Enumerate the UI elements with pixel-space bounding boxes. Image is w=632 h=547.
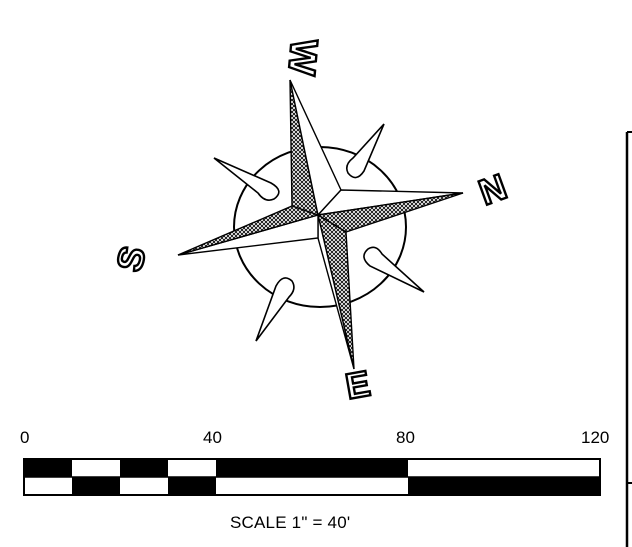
- minor-needle-nw: [213, 157, 280, 201]
- scale-tick-120: 120: [581, 428, 610, 447]
- star-arm-s: [177, 205, 321, 256]
- sheet-border: [625, 131, 632, 547]
- scale-bar: [23, 458, 601, 496]
- scale-tick-80: 80: [396, 428, 415, 447]
- scale-tick-0: 0: [20, 428, 30, 447]
- minor-needle-ne: [346, 123, 385, 179]
- compass-letter-s: S: [108, 242, 154, 276]
- minor-needle-se: [363, 246, 425, 293]
- scale-tick-40: 40: [203, 428, 222, 447]
- compass-rose: W N E S: [107, 36, 513, 408]
- scale-caption: SCALE 1" = 40': [230, 513, 351, 532]
- compass-letter-w: W: [279, 37, 324, 77]
- compass-letter-e: E: [342, 362, 373, 407]
- compass-letter-n: N: [473, 166, 511, 213]
- minor-needle-sw: [255, 277, 295, 342]
